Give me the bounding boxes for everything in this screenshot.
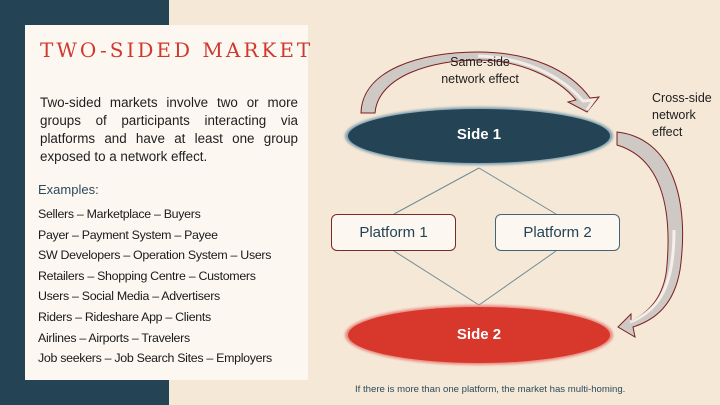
examples-list: Sellers – Marketplace – Buyers Payer – P… [38,204,272,369]
side1-ellipse [348,109,610,163]
footnote: If there is more than one platform, the … [355,384,626,395]
example-item: Airlines – Airports – Travelers [38,330,190,345]
platform2-box: Platform 2 [495,214,620,251]
example-item: Retailers – Shopping Centre – Customers [38,268,256,283]
same-side-label-line: Same-side [450,55,510,69]
connector-line [393,250,480,306]
platform1-box: Platform 1 [331,214,456,251]
same-side-arrow-icon [360,51,601,114]
side2-label: Side 2 [456,326,502,343]
platform2-label: Platform 2 [523,224,592,241]
example-item: Job seekers – Job Search Sites – Employe… [38,351,272,366]
example-item: Users – Social Media – Advertisers [38,289,220,304]
example-item: Riders – Rideshare App – Clients [38,309,211,324]
cross-side-label-line: network [652,108,696,122]
slide-description: Two-sided markets involve two or more gr… [40,95,298,164]
cross-side-arrow-highlight [629,229,676,324]
platform1-label: Platform 1 [359,224,428,241]
example-item: Sellers – Marketplace – Buyers [38,207,201,221]
text-card-lower [25,170,308,380]
connector-line [478,250,557,306]
connector-line [393,167,480,215]
cross-side-label-line: Cross-side [652,91,712,105]
examples-heading: Examples: [38,182,99,197]
slide-title: TWO-SIDED MARKET [40,38,314,62]
example-item: Payer – Payment System – Payee [38,227,218,242]
example-item: SW Developers – Operation System – Users [38,248,272,263]
same-side-label-line: network effect [441,72,519,86]
cross-side-label: Cross-side network effect [652,90,712,141]
connector-line [478,167,557,215]
side1-label: Side 1 [456,126,502,143]
cross-side-label-line: effect [652,125,683,139]
same-side-arrow-highlight [477,54,598,111]
connector-lines [393,167,557,306]
same-side-label: Same-side network effect [432,54,528,88]
side2-ellipse [348,307,610,363]
